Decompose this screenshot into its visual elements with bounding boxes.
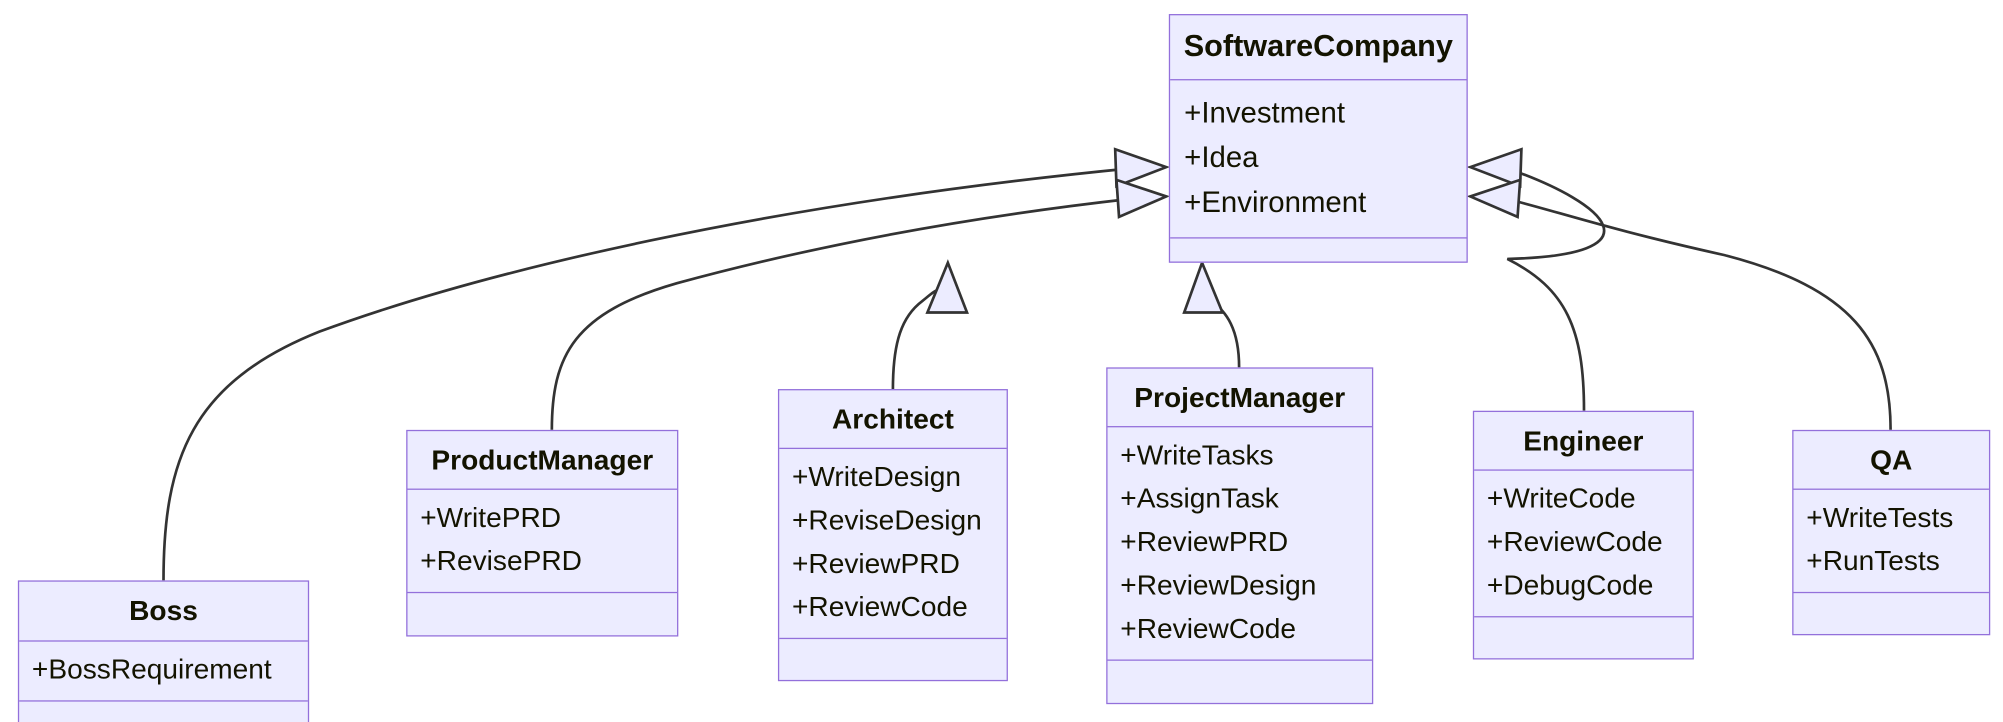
arrowhead-boss-inheritance bbox=[1113, 147, 1171, 189]
arrowhead-engineer-inheritance bbox=[1466, 147, 1523, 189]
class-attributes-qa: +WriteTests +RunTests bbox=[1793, 490, 1989, 594]
arrowhead-productmanager-inheritance bbox=[1114, 177, 1171, 219]
arrowhead-projectmanager-inheritance bbox=[1182, 259, 1225, 314]
class-attribute: +Investment bbox=[1184, 95, 1346, 129]
class-methods-projectmanager bbox=[1108, 661, 1372, 703]
class-attribute: +WriteDesign bbox=[792, 460, 961, 493]
class-methods-architect bbox=[779, 639, 1006, 680]
class-attribute: +WriteTasks bbox=[1120, 438, 1274, 471]
class-attribute: +WritePRD bbox=[420, 501, 562, 534]
edge-qa-to-softwarecompany bbox=[1507, 197, 1892, 430]
arrowhead-qa-inheritance bbox=[1466, 177, 1522, 219]
class-attribute: +WriteCode bbox=[1486, 482, 1636, 515]
class-attribute: +ReviseDesign bbox=[792, 503, 982, 536]
class-attribute: +RunTests bbox=[1806, 544, 1940, 577]
class-attribute: +BossRequirement bbox=[31, 653, 272, 686]
class-attributes-engineer: +WriteCode +ReviewCode +DebugCode bbox=[1474, 471, 1693, 618]
class-title-softwarecompany: SoftwareCompany bbox=[1170, 15, 1467, 81]
class-node-productmanager[interactable]: ProductManager +WritePRD +RevisePRD bbox=[406, 429, 679, 637]
class-attribute: +ReviewPRD bbox=[792, 547, 960, 580]
class-methods-qa bbox=[1794, 593, 1989, 634]
arrowhead-architect-inheritance bbox=[925, 259, 969, 314]
class-attributes-softwarecompany: +Investment +Idea +Environment bbox=[1170, 80, 1467, 239]
class-node-projectmanager[interactable]: ProjectManager +WriteTasks +AssignTask +… bbox=[1106, 367, 1374, 705]
class-title-engineer: Engineer bbox=[1474, 412, 1693, 471]
class-attribute: +ReviewPRD bbox=[1120, 525, 1289, 558]
class-attributes-boss: +BossRequirement bbox=[19, 642, 308, 702]
class-attribute: +AssignTask bbox=[1120, 482, 1279, 515]
class-node-engineer[interactable]: Engineer +WriteCode +ReviewCode +DebugCo… bbox=[1472, 410, 1694, 660]
class-title-projectmanager: ProjectManager bbox=[1107, 369, 1372, 428]
class-methods-softwarecompany bbox=[1170, 239, 1466, 262]
edge-engineer-to-softwarecompany bbox=[1506, 167, 1606, 411]
class-methods-engineer bbox=[1474, 617, 1692, 658]
edge-projectmanager-to-softwarecompany bbox=[1199, 291, 1241, 368]
class-attributes-productmanager: +WritePRD +RevisePRD bbox=[407, 490, 678, 594]
class-node-qa[interactable]: QA +WriteTests +RunTests bbox=[1792, 429, 1991, 636]
class-attribute: +WriteTests bbox=[1806, 501, 1954, 534]
class-attribute: +ReviewCode bbox=[1486, 525, 1663, 558]
class-node-architect[interactable]: Architect +WriteDesign +ReviseDesign +Re… bbox=[777, 389, 1008, 682]
class-attribute: +ReviewDesign bbox=[1120, 568, 1317, 601]
class-methods-boss bbox=[19, 702, 308, 722]
class-attribute: +ReviewCode bbox=[792, 590, 968, 623]
edge-architect-to-softwarecompany bbox=[891, 288, 948, 390]
class-attribute: +Idea bbox=[1184, 140, 1259, 174]
class-node-boss[interactable]: Boss +BossRequirement bbox=[17, 580, 310, 722]
class-attribute: +Environment bbox=[1184, 184, 1367, 219]
class-attribute: +DebugCode bbox=[1486, 568, 1654, 601]
class-attribute: +RevisePRD bbox=[420, 544, 582, 577]
class-node-softwarecompany[interactable]: SoftwareCompany +Investment +Idea +Envir… bbox=[1168, 14, 1468, 263]
class-title-architect: Architect bbox=[779, 390, 1007, 450]
class-title-productmanager: ProductManager bbox=[407, 431, 678, 490]
class-methods-productmanager bbox=[407, 593, 677, 635]
class-title-boss: Boss bbox=[19, 582, 308, 642]
class-attribute: +ReviewCode bbox=[1120, 612, 1297, 645]
class-title-qa: QA bbox=[1793, 431, 1989, 490]
class-attributes-architect: +WriteDesign +ReviseDesign +ReviewPRD +R… bbox=[779, 449, 1007, 640]
class-attributes-projectmanager: +WriteTasks +AssignTask +ReviewPRD +Revi… bbox=[1107, 427, 1372, 661]
